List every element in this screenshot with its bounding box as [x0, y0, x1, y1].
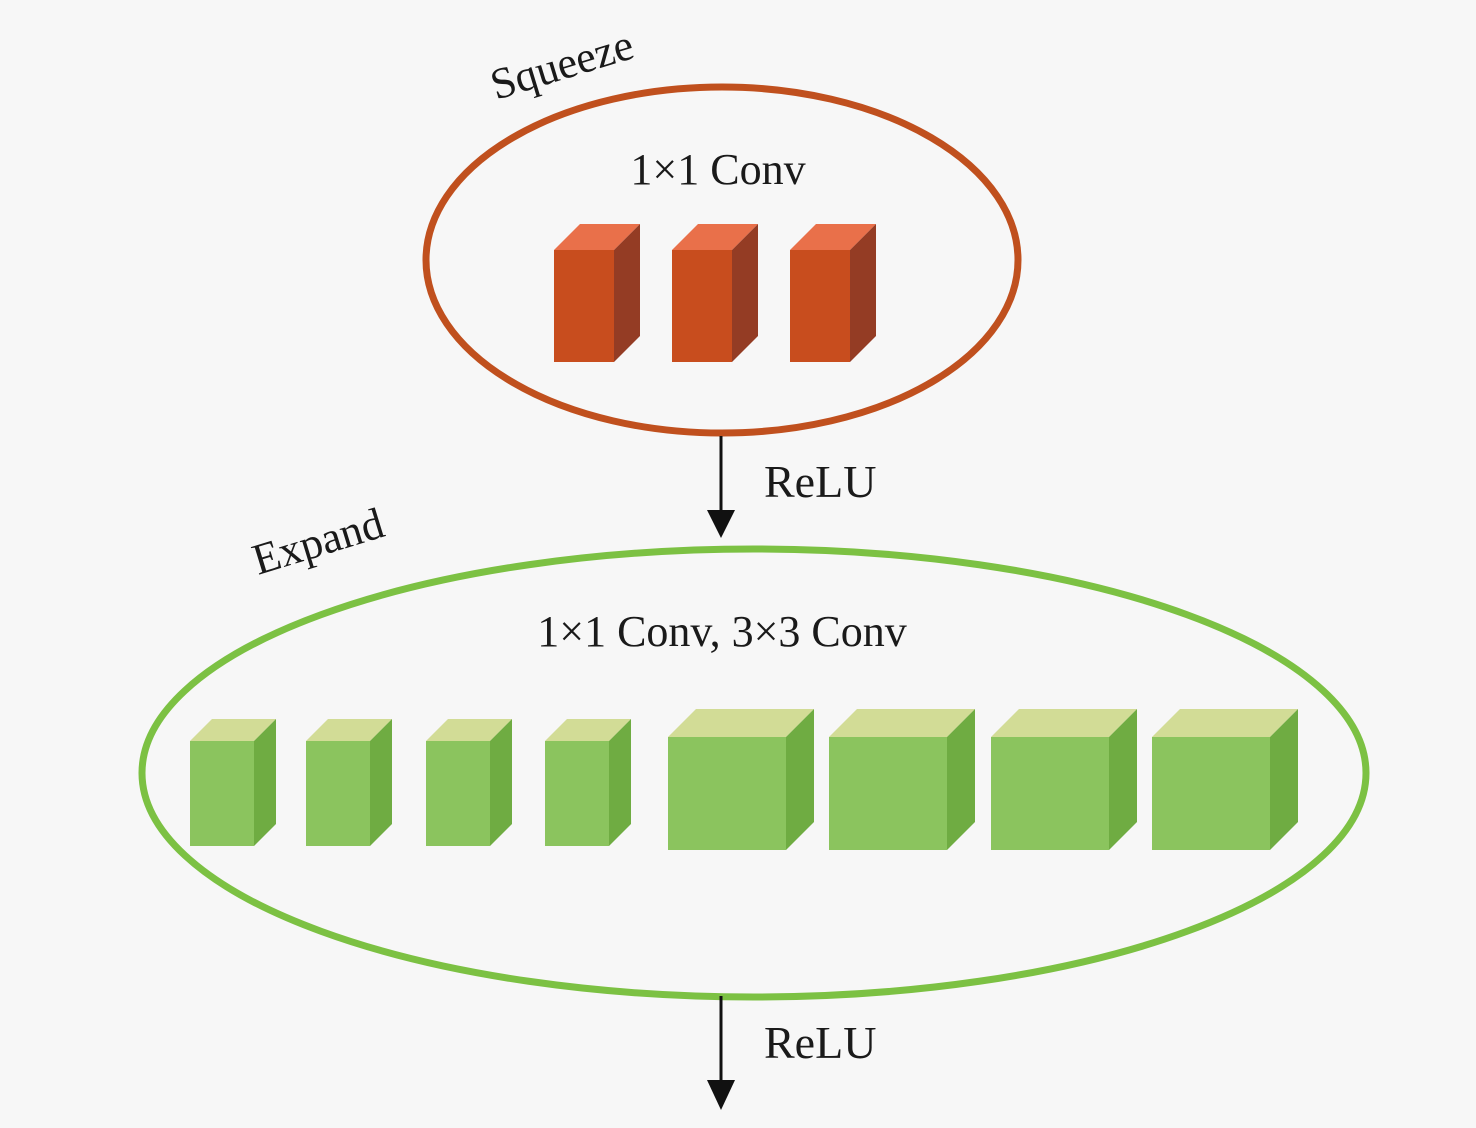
squeeze-layer-label: 1×1 Conv: [630, 145, 805, 194]
squeeze-cube: [554, 224, 640, 362]
cube-front-face: [545, 741, 609, 846]
expand-cube-3x3: [829, 709, 975, 850]
cube-front-face: [790, 250, 850, 362]
cube-side-face: [786, 709, 814, 850]
cube-front-face: [829, 737, 947, 850]
cube-front-face: [554, 250, 614, 362]
cube-side-face: [370, 719, 392, 846]
squeeze-ring: [422, 83, 1022, 437]
cube-top-face: [545, 719, 631, 741]
expand-cubes: [190, 709, 1298, 850]
cube-side-face: [947, 709, 975, 850]
expand-cube-1x1: [190, 719, 276, 846]
squeeze-cube: [672, 224, 758, 362]
cube-side-face: [850, 224, 876, 362]
expand-layer-label: 1×1 Conv, 3×3 Conv: [537, 607, 906, 656]
squeeze-cubes: [554, 224, 876, 362]
cube-top-face: [190, 719, 276, 741]
relu-label-1: ReLU: [764, 456, 876, 507]
cube-front-face: [668, 737, 786, 850]
arrow-1-head: [707, 510, 735, 538]
expand-ring: [138, 545, 1370, 1001]
cube-front-face: [1152, 737, 1270, 850]
cube-front-face: [426, 741, 490, 846]
cube-top-face: [1152, 709, 1298, 737]
cube-front-face: [672, 250, 732, 362]
expand-cube-1x1: [306, 719, 392, 846]
expand-cube-3x3: [668, 709, 814, 850]
cube-top-face: [668, 709, 814, 737]
expand-cube-3x3: [991, 709, 1137, 850]
expand-cube-1x1: [426, 719, 512, 846]
expand-title: Expand: [247, 498, 390, 584]
cube-side-face: [732, 224, 758, 362]
cube-top-face: [306, 719, 392, 741]
arrow-2-head: [707, 1080, 735, 1110]
cube-side-face: [1270, 709, 1298, 850]
cube-top-face: [829, 709, 975, 737]
cube-top-face: [790, 224, 876, 250]
cube-side-face: [1109, 709, 1137, 850]
cube-side-face: [609, 719, 631, 846]
relu-label-2: ReLU: [764, 1017, 876, 1068]
cube-top-face: [554, 224, 640, 250]
cube-front-face: [991, 737, 1109, 850]
expand-cube-3x3: [1152, 709, 1298, 850]
cube-top-face: [426, 719, 512, 741]
cube-side-face: [614, 224, 640, 362]
expand-cube-1x1: [545, 719, 631, 846]
cube-side-face: [490, 719, 512, 846]
cube-top-face: [672, 224, 758, 250]
squeeze-cube: [790, 224, 876, 362]
cube-front-face: [190, 741, 254, 846]
cube-side-face: [254, 719, 276, 846]
cube-top-face: [991, 709, 1137, 737]
cube-front-face: [306, 741, 370, 846]
